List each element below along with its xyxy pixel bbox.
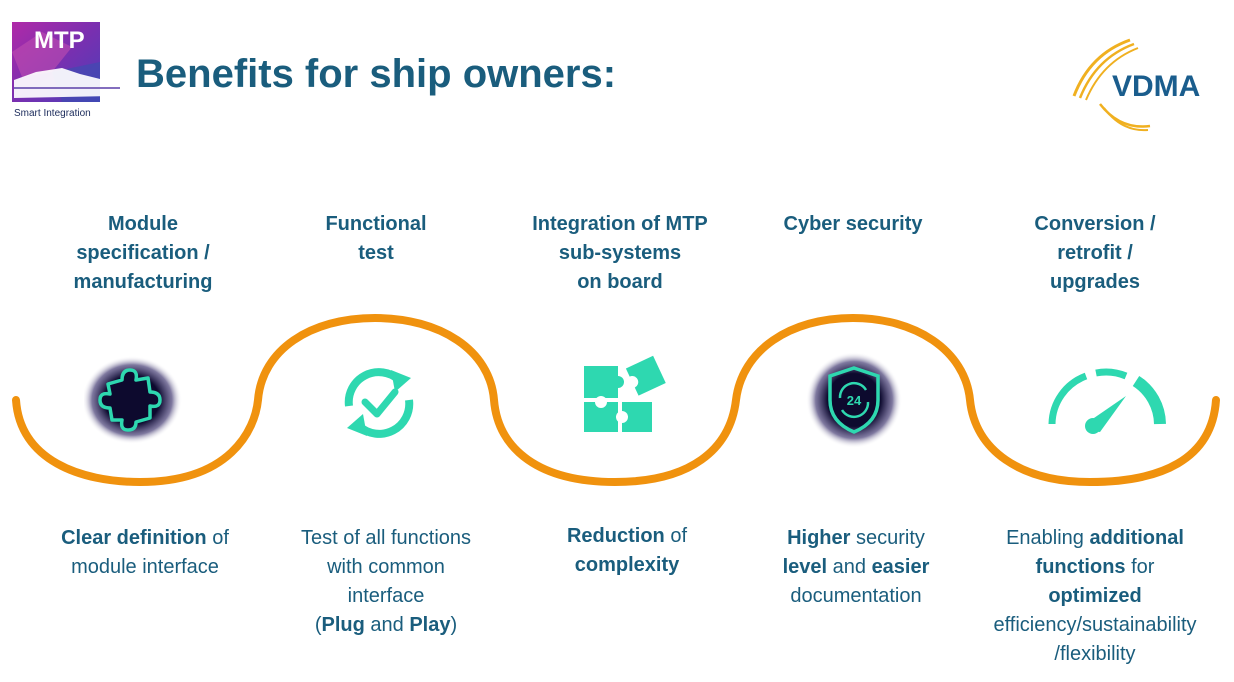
stage-title-line: test bbox=[358, 242, 394, 264]
benefit-line: Test of all functions bbox=[300, 527, 472, 549]
refresh-check-icon bbox=[335, 360, 425, 451]
stage-title-line: on board bbox=[577, 271, 663, 293]
benefit-line: complexity bbox=[574, 554, 680, 576]
speedometer-icon bbox=[1042, 366, 1168, 443]
benefit-functional-test: Test of all functions with common interf… bbox=[261, 524, 511, 640]
benefit-line: with common bbox=[327, 556, 445, 578]
benefit-line: functions for bbox=[1035, 556, 1155, 578]
benefit-line: efficiency/sustainability bbox=[993, 614, 1197, 636]
stage-title-line: Conversion / bbox=[1034, 213, 1156, 235]
stage-title-line: sub-systems bbox=[558, 242, 682, 264]
wave-line bbox=[12, 313, 1220, 487]
benefit-line: interface bbox=[347, 585, 425, 607]
shield-24-icon: 24 bbox=[806, 352, 902, 453]
benefit-conversion: Enabling additional functions for optimi… bbox=[970, 524, 1220, 669]
stage-title-module: Module specification / manufacturing bbox=[23, 210, 263, 297]
stage-title-conversion: Conversion / retrofit / upgrades bbox=[975, 210, 1215, 297]
benefit-line: Higher security bbox=[787, 527, 925, 549]
benefit-line: /flexibility bbox=[1054, 643, 1136, 665]
page-title: Benefits for ship owners: bbox=[136, 52, 617, 96]
stage-title-line: Functional bbox=[325, 213, 427, 235]
svg-text:24: 24 bbox=[847, 393, 862, 408]
mtp-logo: MTP Smart Integration bbox=[12, 22, 120, 120]
stage-title-cyber-security: Cyber security bbox=[733, 210, 973, 239]
benefit-line: documentation bbox=[790, 585, 922, 607]
benefit-line: Reduction of bbox=[566, 525, 688, 547]
benefit-cyber-security: Higher security level and easier documen… bbox=[731, 524, 981, 611]
puzzle-pieces-icon bbox=[578, 346, 674, 443]
vdma-logo: VDMA bbox=[1060, 34, 1222, 134]
stage-title-integration: Integration of MTP sub-systems on board bbox=[500, 210, 740, 297]
stage-title-line: Integration of MTP bbox=[532, 213, 708, 235]
benefit-line: module interface bbox=[71, 556, 219, 578]
benefit-line: Enabling additional bbox=[1006, 527, 1184, 549]
benefit-module: Clear definition of module interface bbox=[20, 524, 270, 582]
stage-title-line: retrofit / bbox=[1057, 242, 1133, 264]
stage-title-line: upgrades bbox=[1049, 271, 1141, 293]
svg-text:MTP: MTP bbox=[34, 27, 85, 54]
stage-title-functional-test: Functional test bbox=[256, 210, 496, 268]
stage-title-line: Cyber security bbox=[783, 213, 923, 235]
benefit-line: Clear definition of bbox=[61, 527, 229, 549]
benefit-line: level and easier bbox=[782, 556, 930, 578]
benefit-line: optimized bbox=[1048, 585, 1142, 607]
benefit-integration: Reduction of complexity bbox=[502, 522, 752, 580]
puzzle-piece-icon bbox=[82, 356, 184, 451]
stage-title-line: Module bbox=[108, 213, 178, 235]
benefit-line: (Plug and Play) bbox=[314, 614, 458, 636]
svg-text:Smart Integration: Smart Integration bbox=[14, 108, 91, 119]
stage-title-line: manufacturing bbox=[73, 271, 213, 293]
stage-title-line: specification / bbox=[76, 242, 210, 264]
svg-text:VDMA: VDMA bbox=[1112, 70, 1200, 103]
